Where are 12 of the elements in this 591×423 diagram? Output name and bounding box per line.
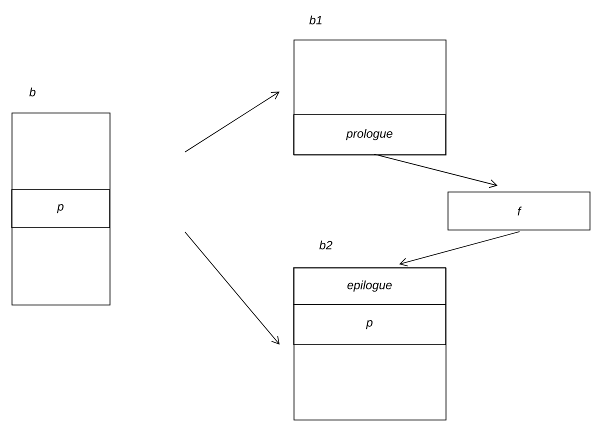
arrow: [184, 92, 280, 152]
node-label: b2: [319, 240, 332, 250]
node-label: b1: [309, 16, 322, 24]
cell: epilogue: [293, 267, 446, 305]
node-label: b: [29, 88, 36, 96]
cell: p: [11, 189, 110, 228]
cell: p: [293, 304, 446, 345]
arrow: [184, 232, 280, 345]
arrow: [374, 154, 498, 188]
process-box: f: [448, 192, 590, 230]
cell: prologue: [293, 114, 446, 155]
arrow: [399, 231, 520, 266]
